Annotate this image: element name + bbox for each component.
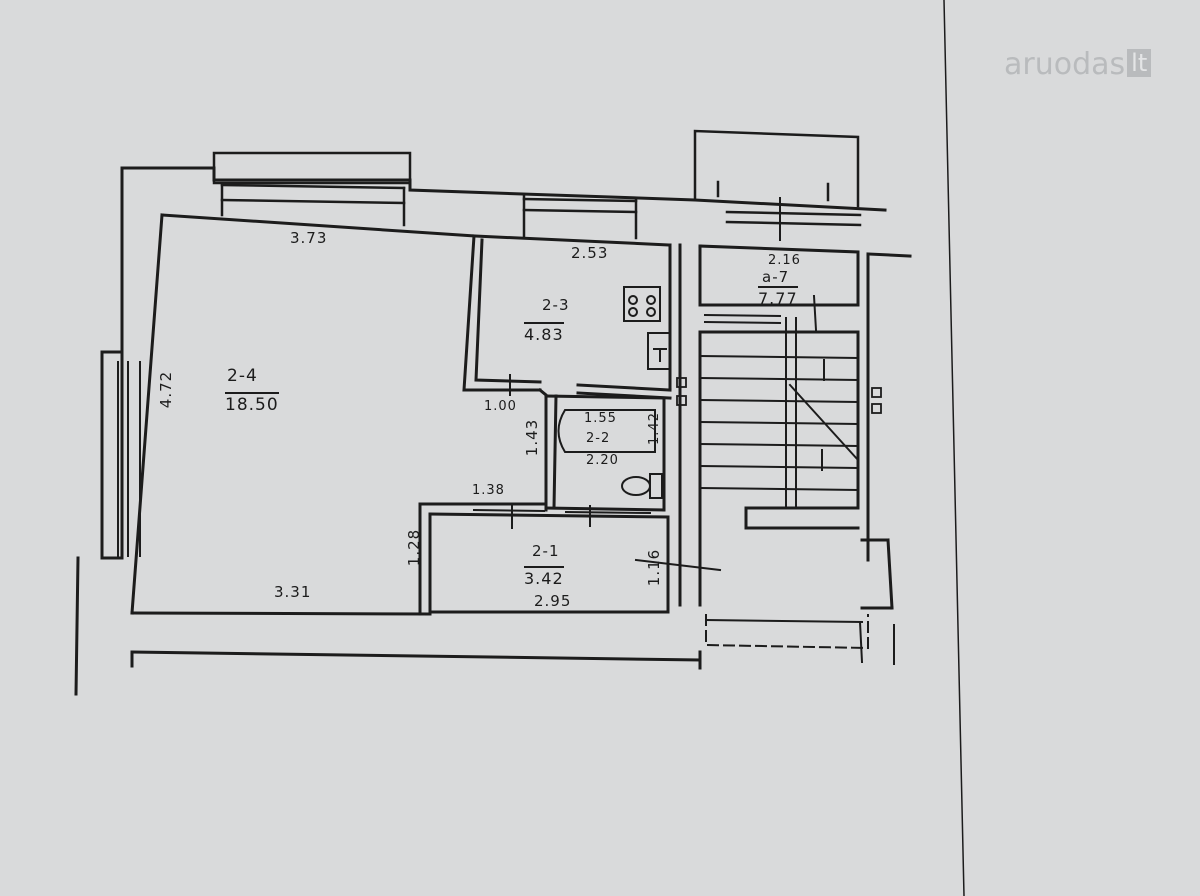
page-margin-line <box>943 0 965 896</box>
doors-inner <box>472 374 722 572</box>
dimension-label: 1.43 <box>523 418 542 457</box>
dimension-label: 2.16 <box>768 253 801 268</box>
room-2-1-walls <box>428 512 670 616</box>
staircase-walls <box>678 243 912 610</box>
room-2-3-walls <box>462 234 672 400</box>
room-2-3-area: 4.83 <box>524 322 564 343</box>
dimension-label: 1.28 <box>405 528 424 567</box>
watermark-tld: lt <box>1127 49 1152 77</box>
room-2-4-area: 18.50 <box>225 392 279 414</box>
dimension-label: 4.72 <box>157 370 176 409</box>
room-a-7-area: 7.77 <box>758 286 798 307</box>
dimension-label: 1.00 <box>484 399 517 414</box>
window-top-left <box>212 151 412 227</box>
room-2-1-id: 2-1 <box>532 542 560 560</box>
dimension-label: 2.95 <box>534 592 572 610</box>
dimension-label: 2.20 <box>586 453 619 468</box>
room-2-3-id: 2-3 <box>542 296 570 314</box>
outer-bottom-wall <box>130 650 702 670</box>
room-2-1-area: 3.42 <box>524 566 564 587</box>
dimension-label: 1.16 <box>645 548 664 587</box>
bathtub-icon <box>557 409 656 453</box>
room-2-4-id: 2-4 <box>227 366 258 386</box>
dimension-label: 2.53 <box>571 244 609 262</box>
dimension-label: 1.38 <box>472 483 505 498</box>
room-2-2-area: 1.55 <box>584 411 617 426</box>
balcony-top-right <box>693 129 862 227</box>
sink-icon <box>647 332 671 370</box>
room-2-2-walls <box>537 387 666 512</box>
outlet-marks <box>676 377 882 414</box>
dimension-label: 3.31 <box>274 583 312 601</box>
room-2-2-id: 2-2 <box>586 431 611 446</box>
window-top-mid <box>522 194 638 240</box>
staircase-steps <box>698 197 860 509</box>
dimension-label: 1.42 <box>646 412 662 445</box>
room-a-7-id: a-7 <box>762 268 790 286</box>
watermark-brand: aruodas <box>1004 47 1126 82</box>
dimension-label: 3.73 <box>290 229 328 247</box>
toilet-icon <box>621 473 663 499</box>
stove-icon <box>623 286 661 322</box>
stair-entrance <box>704 614 895 665</box>
